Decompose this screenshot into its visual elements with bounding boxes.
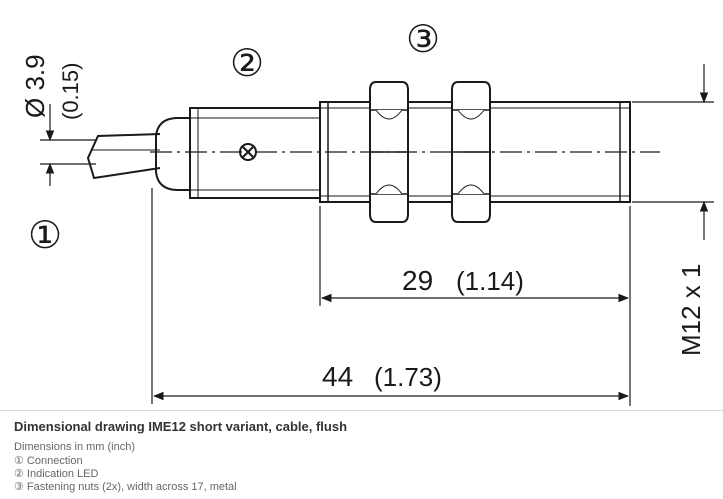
- dimensional-drawing: Ø 3.9 (0.15) ① ② ③ M12 x 1 29 (1.14) 44 …: [20, 19, 714, 406]
- callout-fastening-nuts: ③: [406, 19, 440, 61]
- caption-item-connection: ① Connection: [14, 455, 83, 467]
- caption-item-nuts: ③ Fastening nuts (2x), width across 17, …: [14, 481, 237, 493]
- cable-gland: [155, 117, 190, 191]
- caption-item-led: ② Indication LED: [14, 468, 99, 480]
- thread-length-dimension: [319, 206, 631, 406]
- diameter-inch-label: (0.15): [58, 63, 83, 120]
- total-length-inch: (1.73): [374, 362, 442, 392]
- thread-dimension: [632, 64, 714, 240]
- diameter-label: Ø 3.9: [20, 54, 50, 118]
- cable: [86, 133, 161, 180]
- caption-panel: Dimensional drawing IME12 short variant,…: [0, 410, 723, 499]
- caption-title: Dimensional drawing IME12 short variant,…: [14, 419, 348, 434]
- thread-length-value: 29: [402, 265, 433, 296]
- caption-units: Dimensions in mm (inch): [14, 441, 136, 453]
- callout-connection: ①: [28, 215, 62, 257]
- thread-length-inch: (1.14): [456, 266, 524, 296]
- total-length-value: 44: [322, 361, 353, 392]
- diameter-dimension: [40, 104, 96, 186]
- callout-indication-led: ②: [230, 43, 264, 85]
- total-length-dimension: [151, 188, 630, 404]
- thread-label: M12 x 1: [676, 264, 706, 357]
